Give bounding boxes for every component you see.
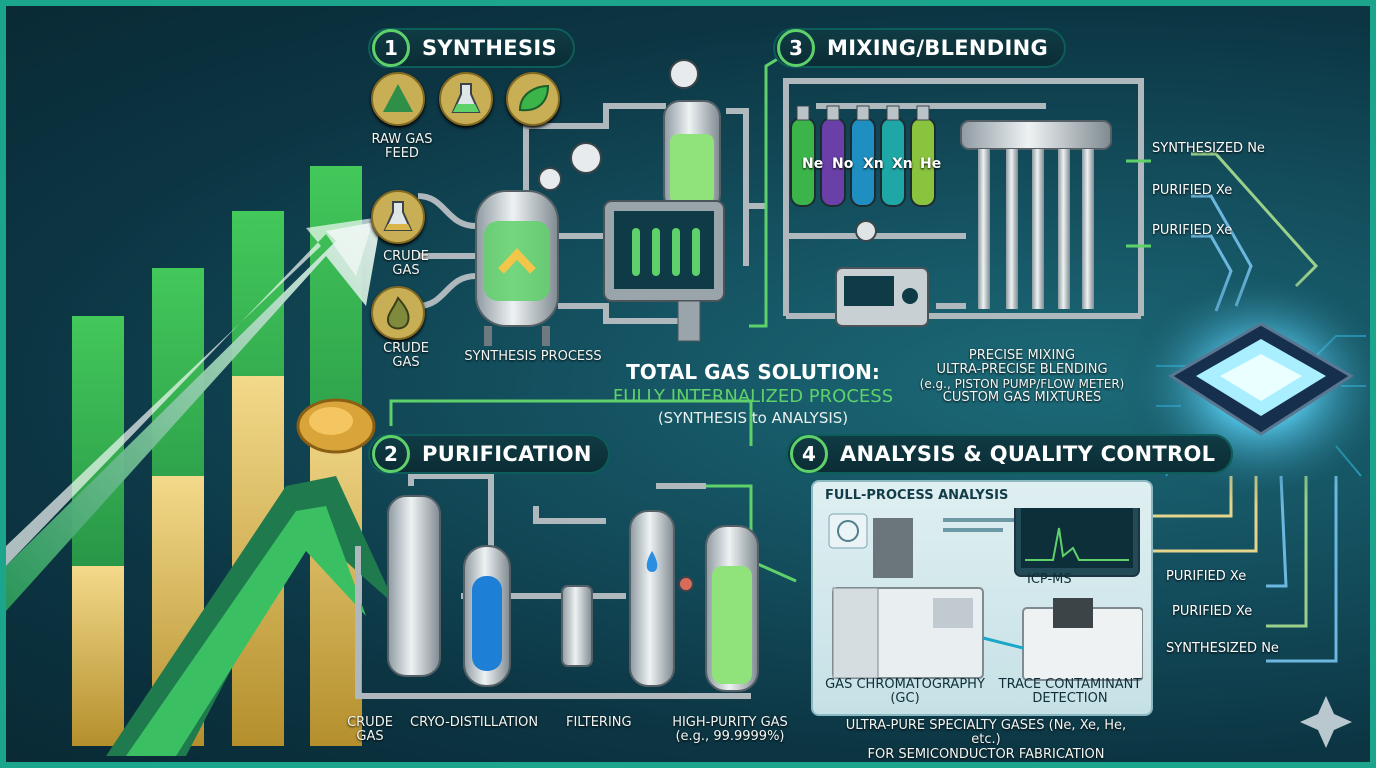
chip-output-label: PURIFIED Xe xyxy=(1166,569,1247,584)
center-title-block: TOTAL GAS SOLUTION: FULLY INTERNALIZED P… xyxy=(588,360,918,427)
synthesis-pipes xyxy=(417,103,766,324)
analysis-instruments xyxy=(828,508,1143,681)
step-number: 2 xyxy=(372,435,410,473)
step-analysis-header: 4 ANALYSIS & QUALITY CONTROL xyxy=(786,434,1234,474)
step-title: ANALYSIS & QUALITY CONTROL xyxy=(840,442,1216,466)
synthesis-to-analysis-note: (SYNTHESIS to ANALYSIS) xyxy=(657,409,849,427)
background-artwork xyxy=(6,49,1370,756)
chip-output-label: PURIFIED Xe xyxy=(1172,604,1253,619)
crude-gas-label: CRUDE GAS xyxy=(383,341,429,371)
cylinder-label: No xyxy=(832,156,854,172)
analysis-panel: FULL-PROCESS ANALYSIS ICP-MS GAS CHROMAT… xyxy=(811,480,1153,716)
flask-icon xyxy=(439,72,493,126)
mixing-line: PRECISE MIXING xyxy=(968,348,1076,363)
high-purity-gas-label: HIGH-PURITY GAS (e.g., 99.9999%) xyxy=(670,715,790,745)
synthesis-column xyxy=(603,59,725,342)
step-purification-header: 2 PURIFICATION xyxy=(368,434,610,474)
mixing-outlet-lines xyxy=(1126,159,1151,248)
fully-internalized-subtitle: FULLY INTERNALIZED PROCESS xyxy=(612,386,894,407)
crude-gas-label: CRUDE GAS xyxy=(383,249,429,279)
chip-input-label: SYNTHESIZED Ne xyxy=(1152,141,1265,156)
mixing-line: ULTRA-PRECISE BLENDING xyxy=(936,362,1108,378)
raw-material-icon xyxy=(371,72,425,126)
purification-pipes xyxy=(355,473,751,699)
cylinder-label: Xn xyxy=(863,156,884,172)
center-connector-line xyxy=(389,399,753,446)
raw-gas-feed-label: RAW GAS FEED xyxy=(371,132,433,162)
cylinder-valve xyxy=(886,105,900,121)
filtering-label: FILTERING xyxy=(566,715,632,730)
step-mixing-header: 3 MIXING/BLENDING xyxy=(773,28,1067,68)
mixer-manifold xyxy=(835,120,1112,327)
gc-label: GAS CHROMATOGRAPHY (GC) xyxy=(825,677,985,707)
gas-cylinders xyxy=(790,105,936,207)
footer-line: ULTRA-PURE SPECIALTY GASES (Ne, Xe, He, … xyxy=(845,718,1127,748)
sparkle-icon xyxy=(1300,696,1352,748)
step-number: 1 xyxy=(372,29,410,67)
cylinder-valve xyxy=(856,105,870,121)
icpms-label: ICP-MS xyxy=(1027,572,1072,587)
cryo-distillation-label: CRYO-DISTILLATION xyxy=(410,715,539,730)
step-title: SYNTHESIS xyxy=(422,36,557,60)
chip-input-label: PURIFIED Xe xyxy=(1152,183,1233,198)
cylinder-valve xyxy=(796,105,810,121)
leaf-icon xyxy=(506,72,560,126)
synthesis-reactor xyxy=(475,142,602,346)
step-title: MIXING/BLENDING xyxy=(827,36,1049,60)
step-title: PURIFICATION xyxy=(422,442,592,466)
cylinder-valve xyxy=(826,105,840,121)
purification-outlet-line xyxy=(706,484,797,583)
step-number: 3 xyxy=(777,29,815,67)
flame-icon xyxy=(371,286,425,340)
full-process-analysis-label: FULL-PROCESS ANALYSIS xyxy=(825,488,1009,503)
cylinder-label: Ne xyxy=(802,156,824,172)
mixing-line: (e.g., PISTON PUMP/FLOW METER) xyxy=(919,376,1125,391)
purification-equipment xyxy=(387,495,759,692)
hp-gas-title: HIGH-PURITY GAS xyxy=(672,715,788,730)
mixing-line: CUSTOM GAS MIXTURES xyxy=(942,389,1102,405)
cylinder-label: Xn xyxy=(892,156,913,172)
step-number: 4 xyxy=(790,435,828,473)
crude-gas-input-label: CRUDE GAS xyxy=(347,715,393,745)
cylinder-label: He xyxy=(920,156,942,172)
chip-output-label: SYNTHESIZED Ne xyxy=(1166,641,1279,656)
cylinder-valve xyxy=(916,105,930,121)
beaker-icon xyxy=(371,190,425,244)
mixing-description: PRECISE MIXING ULTRA-PRECISE BLENDING (e… xyxy=(912,348,1132,405)
bar-chart-decoration xyxy=(6,166,396,756)
footer-caption: ULTRA-PURE SPECIALTY GASES (Ne, Xe, He, … xyxy=(836,718,1136,762)
synthesis-process-label: SYNTHESIS PROCESS xyxy=(464,349,602,364)
step-synthesis-header: 1 SYNTHESIS xyxy=(368,28,575,68)
trace-detection-label: TRACE CONTAMINANT DETECTION xyxy=(998,677,1142,707)
total-gas-solution-title: TOTAL GAS SOLUTION: xyxy=(626,360,880,384)
hp-gas-example: (e.g., 99.9999%) xyxy=(675,729,785,745)
footer-line: FOR SEMICONDUCTOR FABRICATION xyxy=(867,746,1105,762)
chip-input-label: PURIFIED Xe xyxy=(1152,223,1233,238)
microchip xyxy=(1168,322,1354,436)
